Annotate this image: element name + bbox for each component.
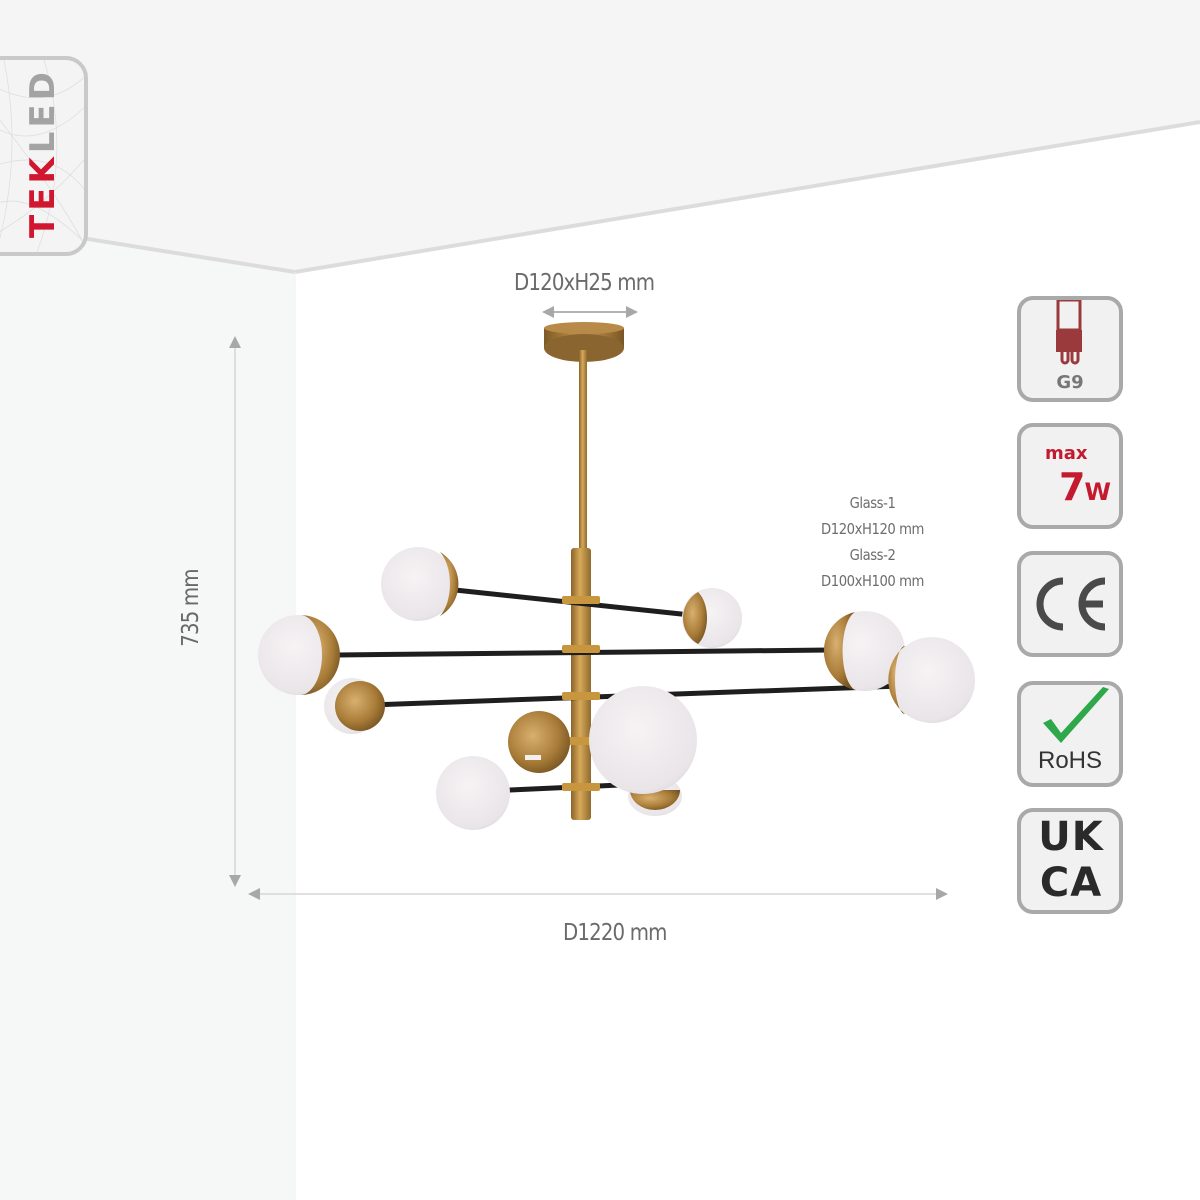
height-dimension-label: 735 mm — [178, 569, 205, 647]
down-rod — [579, 350, 587, 550]
diameter-arrow — [248, 888, 948, 900]
g9-badge: G9 — [1017, 296, 1123, 402]
rohs-badge: RoHS — [1017, 681, 1123, 787]
globe-right-upper-small — [682, 588, 742, 648]
brand-logo: TEKLED — [23, 68, 63, 238]
glass-spec: Glass-1 D120xH120 mm Glass-2 D100xH100 m… — [800, 490, 945, 594]
glass1-label: Glass-1 — [849, 494, 896, 512]
main-column — [571, 548, 591, 820]
wattage-value: 7W — [1059, 465, 1111, 509]
diameter-dimension-label: D1220 mm — [563, 920, 667, 946]
height-arrow — [229, 336, 241, 887]
globe-far-right — [888, 637, 975, 723]
canopy-width-arrow — [542, 306, 638, 318]
g9-bulb-icon — [1056, 300, 1082, 365]
globe-far-left — [258, 615, 340, 695]
checkmark-icon — [1043, 687, 1109, 743]
rohs-label: RoHS — [1037, 747, 1103, 774]
mesh-pattern-icon — [0, 60, 84, 252]
ce-badge — [1017, 551, 1123, 657]
canopy-dimension-label: D120xH25 mm — [514, 270, 655, 296]
globe-center-large — [589, 686, 697, 794]
ukca-badge: UK CA — [1017, 808, 1123, 914]
g9-label: G9 — [1056, 372, 1084, 393]
logo-led: LED — [23, 68, 63, 154]
ceiling-canopy — [544, 322, 624, 362]
glass2-label: Glass-2 — [849, 546, 896, 564]
logo-tek: TEK — [23, 153, 63, 238]
globe-left-small — [324, 678, 385, 734]
ce-mark-icon — [1036, 577, 1106, 631]
globe-upper-left — [381, 547, 459, 621]
glass1-size: D120xH120 mm — [821, 520, 924, 538]
ukca-mark-icon: UK CA — [1038, 814, 1104, 906]
glass2-size: D100xH100 mm — [821, 572, 924, 590]
tekled-logo-badge — [0, 56, 88, 256]
max-label: max — [1045, 443, 1088, 464]
globe-lower-left — [436, 756, 510, 830]
max-wattage-badge: max 7W — [1017, 423, 1123, 529]
globe-center-cup — [508, 711, 570, 773]
globe-right-mid — [823, 611, 905, 691]
